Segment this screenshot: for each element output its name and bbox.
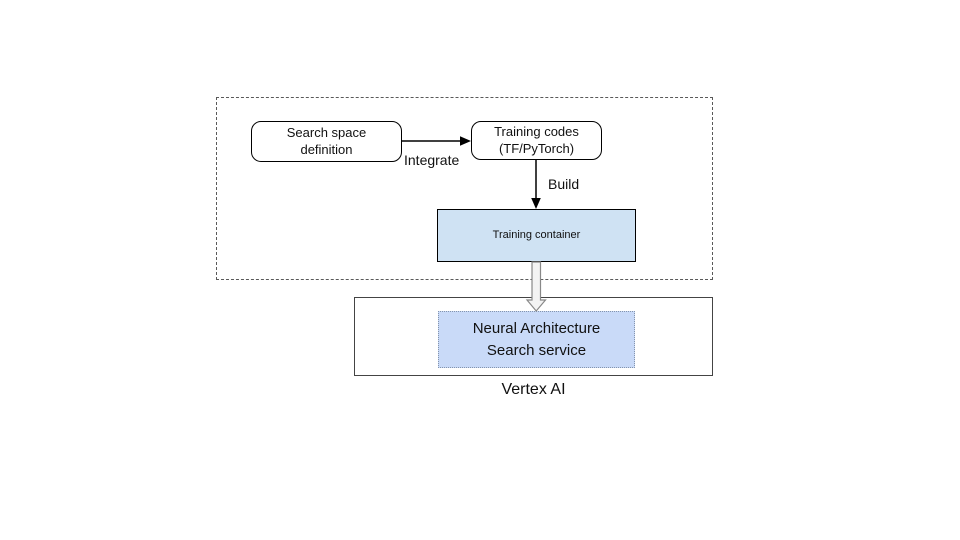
node-label-line1: Neural Architecture bbox=[472, 319, 601, 337]
node-label: Training container bbox=[492, 229, 581, 242]
node-label: Search space definition bbox=[252, 125, 401, 159]
node-label-line2: (TF/PyTorch) bbox=[498, 140, 575, 156]
training-container-node: Training container bbox=[437, 209, 636, 262]
vertex-ai-group-label: Vertex AI bbox=[501, 381, 566, 398]
nas-service-node: Neural Architecture Search service bbox=[438, 311, 635, 368]
build-edge-label: Build bbox=[548, 176, 580, 192]
node-label-line1: Search space bbox=[286, 124, 367, 140]
search-space-definition-node: Search space definition bbox=[251, 121, 402, 162]
node-label-line1: Training codes bbox=[494, 123, 579, 139]
node-label-line2: Search service bbox=[486, 341, 587, 359]
development-group-container bbox=[216, 97, 713, 280]
training-codes-node: Training codes (TF/PyTorch) bbox=[471, 121, 602, 160]
node-label-line2: definition bbox=[300, 141, 353, 157]
node-label: Neural Architecture Search service bbox=[439, 318, 634, 362]
integrate-edge-label: Integrate bbox=[404, 152, 460, 168]
node-label: Training codes (TF/PyTorch) bbox=[472, 124, 601, 158]
